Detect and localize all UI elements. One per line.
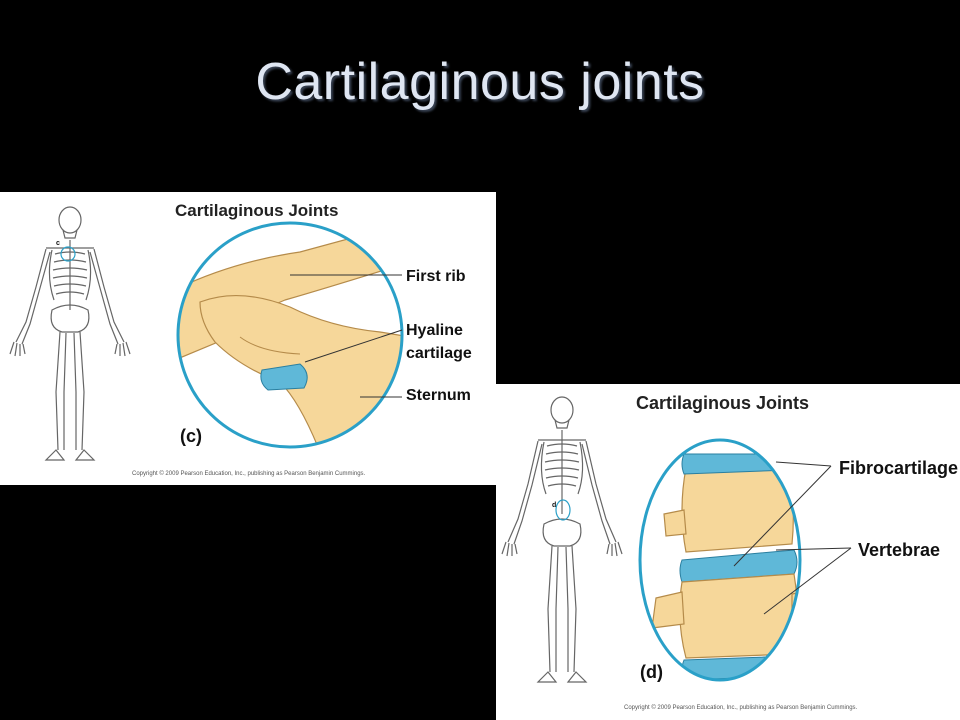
slide-title: Cartilaginous joints xyxy=(255,53,705,111)
copyright-c: Copyright © 2009 Pearson Education, Inc.… xyxy=(132,471,366,477)
highlight-ring-d xyxy=(555,499,571,521)
panel-c-letter: (c) xyxy=(180,426,202,446)
panel-d-letter: (d) xyxy=(640,662,663,682)
label-fibrocartilage: Fibrocartilage xyxy=(839,458,959,478)
label-first-rib: First rib xyxy=(406,268,466,285)
figure-panel-d: d Cartilaginous Joints Fibrocartilage Ve… xyxy=(496,384,960,720)
skeleton-marker-d: d xyxy=(552,502,557,509)
highlight-ring-c xyxy=(60,246,76,262)
figure-panel-c: c Cartilaginous Joints First rib Hyaline… xyxy=(0,192,496,485)
label-sternum: Sternum xyxy=(406,387,471,404)
magnified-circle-c xyxy=(176,221,404,449)
label-hyaline: Hyaline xyxy=(406,322,463,339)
skeleton-figure-c xyxy=(9,206,404,461)
panel-d-heading: Cartilaginous Joints xyxy=(636,393,810,413)
panel-c-heading: Cartilaginous Joints xyxy=(175,201,339,220)
skeleton-figure-d xyxy=(501,396,852,683)
label-cartilage: cartilage xyxy=(406,345,472,362)
magnified-circle-d xyxy=(638,438,802,682)
copyright-d: Copyright © 2009 Pearson Education, Inc.… xyxy=(624,705,858,711)
skeleton-marker-c: c xyxy=(56,240,60,247)
label-vertebrae: Vertebrae xyxy=(858,540,941,560)
hyaline-cartilage-shape xyxy=(260,363,308,391)
